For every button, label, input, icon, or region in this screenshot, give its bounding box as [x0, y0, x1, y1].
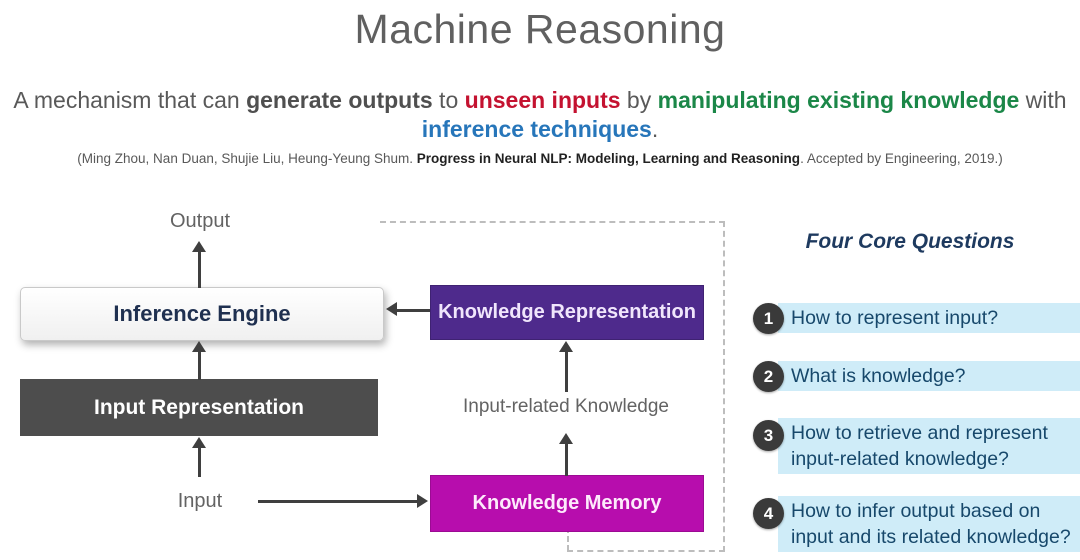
arrow-kr-to-ie-head-icon — [386, 302, 397, 316]
question-number-badge-4: 4 — [753, 498, 784, 529]
input-related-knowledge-label: Input-related Knowledge — [463, 396, 669, 417]
question-item-1: How to represent input? — [778, 303, 1080, 333]
arrow-input-to-km-line — [258, 500, 418, 503]
input-representation-label: Input Representation — [93, 395, 304, 419]
arrow-irk-to-kr-head-icon — [559, 341, 573, 352]
citation-paper-title: Progress in Neural NLP: Modeling, Learni… — [416, 151, 801, 166]
arrow-km-to-irk-line — [565, 443, 568, 476]
question-item-3: How to retrieve and represent input-rela… — [778, 418, 1080, 474]
knowledge-representation-box: Knowledge Representation — [430, 285, 704, 340]
citation-venue: . Accepted by Engineering, 2019.) — [800, 151, 1003, 166]
inference-engine-label: Inference Engine — [113, 301, 291, 326]
definition-segment: to — [432, 87, 465, 113]
dashed-frame-top — [380, 221, 725, 223]
definition-segment: with — [1019, 87, 1067, 113]
input-representation-box: Input Representation — [20, 379, 378, 436]
arrow-kr-to-ie-line — [397, 309, 430, 312]
page-title: Machine Reasoning — [354, 6, 726, 52]
arrow-input-to-ir-line — [198, 447, 201, 477]
knowledge-representation-label: Knowledge Representation — [438, 301, 696, 323]
arrow-ie-to-output-line — [198, 251, 201, 288]
question-number-badge-2: 2 — [753, 361, 784, 392]
input-label: Input — [177, 490, 223, 512]
arrow-ir-to-ie-head-icon — [192, 341, 206, 352]
definition-segment: . — [651, 116, 659, 143]
arrow-input-to-ir-head-icon — [192, 437, 206, 448]
knowledge-memory-box: Knowledge Memory — [430, 475, 704, 532]
dashed-frame-corner — [567, 527, 569, 551]
arrow-ir-to-ie-line — [198, 351, 201, 380]
question-item-2: What is knowledge? — [778, 361, 1080, 391]
arrow-km-to-irk-head-icon — [559, 433, 573, 444]
definition-segment: A mechanism that can — [13, 87, 247, 113]
arrow-ie-to-output-head-icon — [192, 241, 206, 252]
definition-segment-manipulating-knowledge: manipulating existing knowledge — [657, 87, 1020, 113]
output-label: Output — [169, 210, 231, 232]
definition-segment-generate-outputs: generate outputs — [246, 87, 433, 113]
inference-engine-box: Inference Engine — [20, 287, 384, 341]
question-item-4: How to infer output based on input and i… — [778, 496, 1080, 552]
definition-segment-inference-techniques: inference techniques — [421, 116, 652, 143]
citation-line: (Ming Zhou, Nan Duan, Shujie Liu, Heung-… — [0, 151, 1080, 166]
arrow-input-to-km-head-icon — [417, 494, 428, 508]
dashed-frame-bottom — [567, 550, 725, 552]
questions-heading: Four Core Questions — [805, 230, 1015, 253]
question-number-badge-1: 1 — [753, 303, 784, 334]
dashed-frame-right — [723, 221, 725, 552]
definition-segment-unseen-inputs: unseen inputs — [464, 87, 621, 113]
knowledge-memory-label: Knowledge Memory — [472, 492, 662, 514]
citation-authors: (Ming Zhou, Nan Duan, Shujie Liu, Heung-… — [77, 151, 417, 166]
definition-sentence: A mechanism that can generate outputs to… — [0, 86, 1080, 145]
arrow-irk-to-kr-line — [565, 351, 568, 392]
question-number-badge-3: 3 — [753, 420, 784, 451]
definition-segment: by — [620, 87, 658, 113]
